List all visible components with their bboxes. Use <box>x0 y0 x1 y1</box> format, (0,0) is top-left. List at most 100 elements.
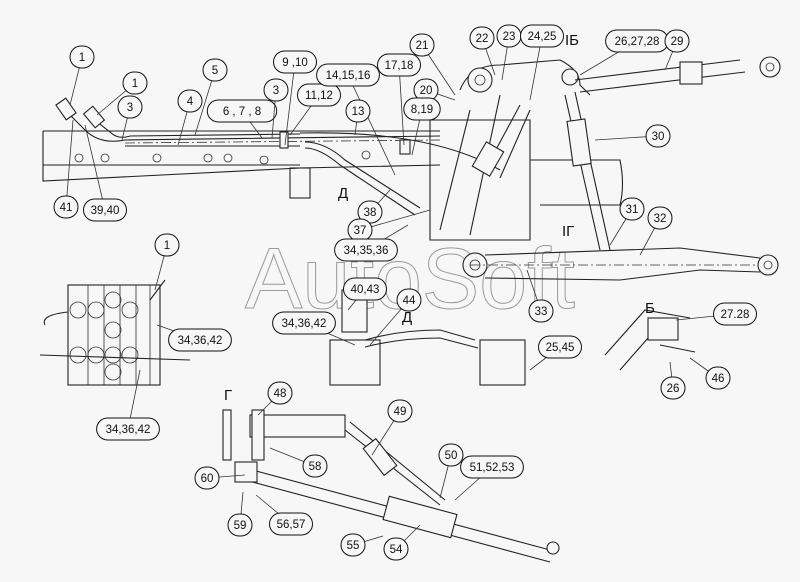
callout-label: 20 <box>420 85 433 97</box>
callout-label: 31 <box>626 204 639 216</box>
detail-title-d: Д <box>402 309 412 326</box>
callout-bubble <box>377 53 421 77</box>
callout-34-36-42: 34,36,42 <box>156 324 232 352</box>
callout-40-43: 40,43 <box>343 277 387 311</box>
callout-label: 29 <box>671 36 684 48</box>
callout-bubble <box>647 206 673 230</box>
leader-line <box>84 124 106 211</box>
callout-34-36-42: 34,36,42 <box>96 369 160 441</box>
callout-bubble <box>316 63 380 87</box>
callout-25-45: 25,45 <box>529 335 582 371</box>
callout-26: 26 <box>660 361 686 400</box>
callout-34-35-36: 34,35,36 <box>334 224 409 262</box>
callout-label: 4 <box>187 96 194 108</box>
callout-label: 34,36,42 <box>178 335 223 347</box>
callout-bubble <box>343 277 387 301</box>
callout-bubble <box>96 417 160 441</box>
callout-30: 30 <box>594 124 671 148</box>
callout-label: 30 <box>652 131 665 143</box>
callout-label: 33 <box>535 306 548 318</box>
detail-g-linkage <box>222 409 560 563</box>
callout-37: 37 <box>347 209 431 242</box>
callout-label: 50 <box>445 450 458 462</box>
callout-bubble <box>538 335 582 359</box>
callout-label: 55 <box>347 540 360 552</box>
callout-bubble <box>227 513 253 537</box>
callout-label: 56,57 <box>277 519 306 531</box>
callout-14-15-16: 14,15,16 <box>316 63 396 176</box>
callout-bubble <box>267 381 293 405</box>
callout-8-19: 8,19 <box>403 97 441 156</box>
callout-bubble <box>664 29 690 53</box>
section-mark-d: Д <box>338 185 348 202</box>
callout-51-52-53: 51,52,53 <box>454 455 524 501</box>
callout-bubble <box>273 50 317 74</box>
control-valve-block <box>39 279 191 386</box>
callout-bubble <box>117 95 143 119</box>
frame-beam <box>42 130 441 199</box>
callout-bubble <box>469 26 495 50</box>
callout-bubble <box>53 195 79 219</box>
callout-bubble <box>396 288 422 312</box>
callout-9-10: 9 ,10 <box>273 50 317 146</box>
callout-44: 44 <box>369 288 422 346</box>
callout-1: 1 <box>69 45 95 106</box>
callout-label: 46 <box>712 373 725 385</box>
callout-bubble <box>528 299 554 323</box>
callout-59: 59 <box>227 491 253 537</box>
callout-bubble <box>154 233 180 257</box>
callout-bubble <box>660 376 686 400</box>
callout-label: 13 <box>352 106 365 118</box>
callout-4: 4 <box>177 89 203 146</box>
callout-label: 60 <box>201 473 214 485</box>
callout-33: 33 <box>526 269 554 323</box>
callout-label: 27.28 <box>721 309 750 321</box>
callout-bubble <box>263 78 289 102</box>
detail-title-b: Б <box>645 300 655 317</box>
callout-34-36-42: 34,36,42 <box>272 311 356 346</box>
callout-bubble <box>645 124 671 148</box>
callout-label: 49 <box>394 406 407 418</box>
callout-1: 1 <box>96 71 148 116</box>
callout-label: 14,15,16 <box>326 70 371 82</box>
callout-bubble <box>122 71 148 95</box>
callout-bubble <box>83 198 127 222</box>
callout-bubble <box>194 466 220 490</box>
callout-bubble <box>340 533 366 557</box>
callout-label: 38 <box>364 207 377 219</box>
callout-27-28: 27.28 <box>675 302 757 326</box>
callout-41: 41 <box>53 119 79 219</box>
callout-label: 41 <box>60 202 73 214</box>
callout-label: 34,36,42 <box>282 318 327 330</box>
callout-3: 3 <box>263 78 289 139</box>
callout-39-40: 39,40 <box>83 124 127 222</box>
callout-label: 26,27,28 <box>615 36 660 48</box>
callout-label: 3 <box>127 102 133 114</box>
leader-line <box>284 61 296 146</box>
callout-23: 23 <box>496 24 522 81</box>
callout-5: 5 <box>194 58 228 136</box>
callout-bubble <box>272 311 336 335</box>
callout-label: 9 ,10 <box>282 57 308 69</box>
callout-label: 23 <box>503 31 516 43</box>
callout-21: 21 <box>409 33 456 96</box>
callout-1: 1 <box>154 233 180 291</box>
callout-58: 58 <box>269 447 328 478</box>
callout-bubble <box>705 366 731 390</box>
callout-17-18: 17,18 <box>377 53 421 146</box>
callout-bubble <box>206 99 278 123</box>
callout-55: 55 <box>340 533 384 557</box>
callout-bubble <box>713 302 757 326</box>
callout-label: 44 <box>403 295 416 307</box>
callout-label: 32 <box>654 213 667 225</box>
leader-line <box>398 64 405 146</box>
leader-line <box>347 74 396 176</box>
callout-label: 17,18 <box>385 60 414 72</box>
callout-48: 48 <box>257 381 293 416</box>
callout-label: 1 <box>79 52 85 64</box>
callout-bubble <box>438 443 464 467</box>
callout-label: 26 <box>667 383 680 395</box>
